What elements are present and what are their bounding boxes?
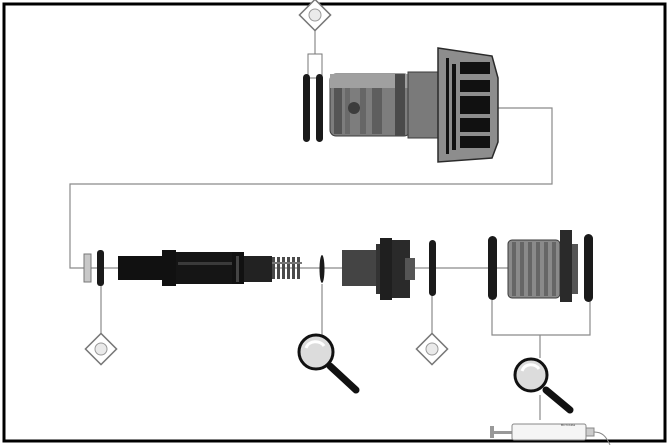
o-ring-top-b — [316, 74, 323, 142]
barrel-flange — [407, 71, 441, 139]
diamond-grip-icon-left — [84, 332, 118, 366]
shaft-body — [118, 250, 272, 286]
o-ring-small — [319, 255, 325, 283]
o-ring-right-a — [488, 236, 497, 300]
o-ring-top-a — [303, 74, 310, 142]
connector-barrel-top — [329, 73, 411, 137]
syringe-icon — [490, 423, 611, 445]
coupling-nut — [342, 238, 415, 300]
diamond-grip-icon-top — [298, 0, 332, 32]
o-ring-center — [429, 240, 436, 296]
shaft-thread — [272, 257, 302, 279]
grip-head — [437, 47, 499, 163]
bellows-housing — [507, 230, 578, 302]
magnifier-icon-center — [297, 333, 360, 394]
syringe-label: Microlube — [560, 423, 576, 427]
bracket — [307, 53, 323, 79]
magnifier-icon-right — [513, 357, 574, 414]
o-ring-left — [97, 250, 104, 286]
o-ring-right-b — [584, 234, 593, 302]
washer-left — [83, 253, 92, 283]
diamond-grip-icon-center — [415, 332, 449, 366]
